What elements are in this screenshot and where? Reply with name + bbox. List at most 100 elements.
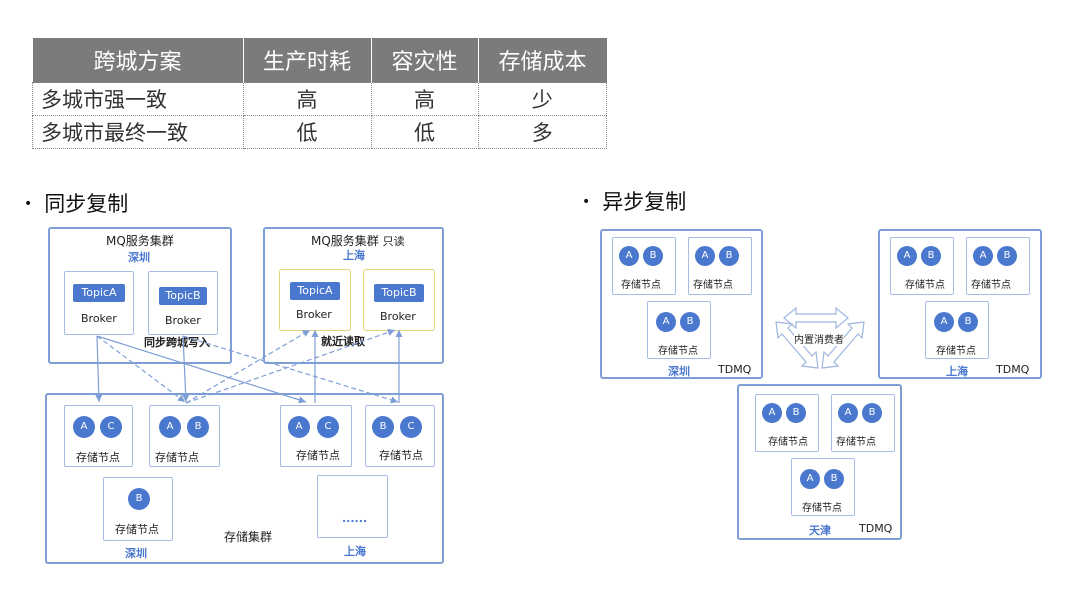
ellipsis-label: ...... [342,512,368,525]
topic-a-label: TopicA [73,284,125,302]
replica-circle: A [619,246,639,266]
tdmq-label: TDMQ [859,522,893,535]
replica-circle: C [400,416,422,438]
read-arrow [185,328,396,404]
replica-circle: A [762,403,782,423]
double-arrow [783,306,849,330]
sync-title: •同步复制 [24,192,129,216]
broker-b-sh: TopicB Broker [363,269,435,331]
storage-node: A B 存储节点 [612,237,676,295]
mq-cluster-title-text: MQ服务集群 [311,234,379,248]
storage-node-label: 存储节点 [802,503,842,514]
write-arrow [182,335,190,403]
city-label: 上海 [946,365,968,378]
topic-b-label: TopicB [374,284,424,302]
storage-node: A B 存储节点 [755,394,819,452]
async-cluster-shenzhen: A B 存储节点 A B 存储节点 A B 存储节点 深圳 TDMQ [600,229,763,379]
storage-node-label: 存储节点 [768,437,808,448]
storage-node-label: 存储节点 [971,280,1011,291]
storage-node-label: 存储节点 [115,523,159,536]
mq-cluster-shenzhen: MQ服务集群 深圳 TopicA Broker TopicB Broker 同步… [48,227,232,364]
storage-node: A B 存储节点 [890,237,954,295]
replica-circle: B [372,416,394,438]
mq-cluster-shanghai: MQ服务集群 只读 上海 TopicA Broker TopicB Broker… [263,227,444,364]
table-cell: 低 [242,115,372,149]
tdmq-label: TDMQ [718,363,752,376]
storage-node-label: 存储节点 [155,451,199,464]
table-header-row: 跨城方案 生产时耗 容灾性 存储成本 [32,38,607,83]
storage-node: A B 存储节点 [688,237,752,295]
storage-node: A B 存储节点 [831,394,895,452]
mq-cluster-title: MQ服务集群 [106,234,174,248]
storage-node-label: 存储节点 [905,280,945,291]
broker-label: Broker [296,308,332,321]
sync-title-text: 同步复制 [44,192,129,216]
header-dr: 容灾性 [371,38,479,83]
storage-node: A B 存储节点 [925,301,989,359]
async-title-text: 异步复制 [602,190,687,214]
mq-cluster-title: MQ服务集群 只读 [311,232,405,249]
storage-node-more: ...... [317,475,388,538]
broker-a-sz: TopicA Broker [64,271,134,335]
replica-circle: A [934,312,954,332]
tdmq-label: TDMQ [996,363,1030,376]
replica-circle: A [838,403,858,423]
city-label: 深圳 [128,251,150,264]
storage-node: A B 存储节点 [791,458,855,516]
city-label: 深圳 [125,547,147,560]
storage-cluster: A C 存储节点 A B 存储节点 A C 存储节点 B C 存储节点 B 存储… [45,393,444,564]
table-cell: 低 [370,115,479,149]
write-arrow [96,335,186,403]
comparison-table: 跨城方案 生产时耗 容灾性 存储成本 多城市强一致 高 高 少 多城市最终一致 … [32,38,607,149]
async-title: •异步复制 [582,190,687,214]
storage-node: A B 存储节点 [647,301,711,359]
storage-node-label: 存储节点 [658,346,698,357]
header-cost: 存储成本 [478,38,607,83]
table-row: 多城市最终一致 低 低 多 [32,115,607,149]
storage-node: A B 存储节点 [966,237,1030,295]
replica-circle: A [73,416,95,438]
city-label: 上海 [344,545,366,558]
table-row: 多城市强一致 高 高 少 [32,82,607,116]
async-cluster-tianjin: A B 存储节点 A B 存储节点 A B 存储节点 天津 TDMQ [737,384,902,540]
replica-circle: C [100,416,122,438]
storage-cluster-label: 存储集群 [224,530,273,544]
write-arrow [182,335,399,404]
replica-circle: B [680,312,700,332]
replica-circle: B [997,246,1017,266]
write-arrow [95,335,103,403]
replica-circle: B [643,246,663,266]
storage-node-label: 存储节点 [621,280,661,291]
storage-node: B C 存储节点 [365,405,435,467]
replica-circle: B [824,469,844,489]
replica-circle: B [862,403,882,423]
storage-node-label: 存储节点 [296,449,340,462]
city-label: 上海 [343,249,365,262]
storage-node-label: 存储节点 [379,449,423,462]
table-cell: 多城市最终一致 [32,115,244,149]
storage-node-label: 存储节点 [693,280,733,291]
header-scheme: 跨城方案 [32,38,244,83]
replica-circle: A [695,246,715,266]
table-cell: 高 [242,82,372,116]
replica-circle: C [317,416,339,438]
replica-circle: A [800,469,820,489]
readonly-label: 只读 [382,235,405,248]
replica-circle: B [187,416,209,438]
city-label: 深圳 [668,365,690,378]
replica-circle: A [897,246,917,266]
storage-node-label: 存储节点 [836,437,876,448]
write-arrow [96,335,307,404]
replica-circle: A [973,246,993,266]
storage-node-label: 存储节点 [76,451,120,464]
topic-b-label: TopicB [159,287,207,305]
topic-a-label: TopicA [290,282,340,300]
broker-label: Broker [165,314,201,327]
broker-label: Broker [81,312,117,325]
replica-circle: B [958,312,978,332]
replica-circle: B [786,403,806,423]
storage-node: A C 存储节点 [280,405,352,467]
replica-circle: B [128,488,150,510]
